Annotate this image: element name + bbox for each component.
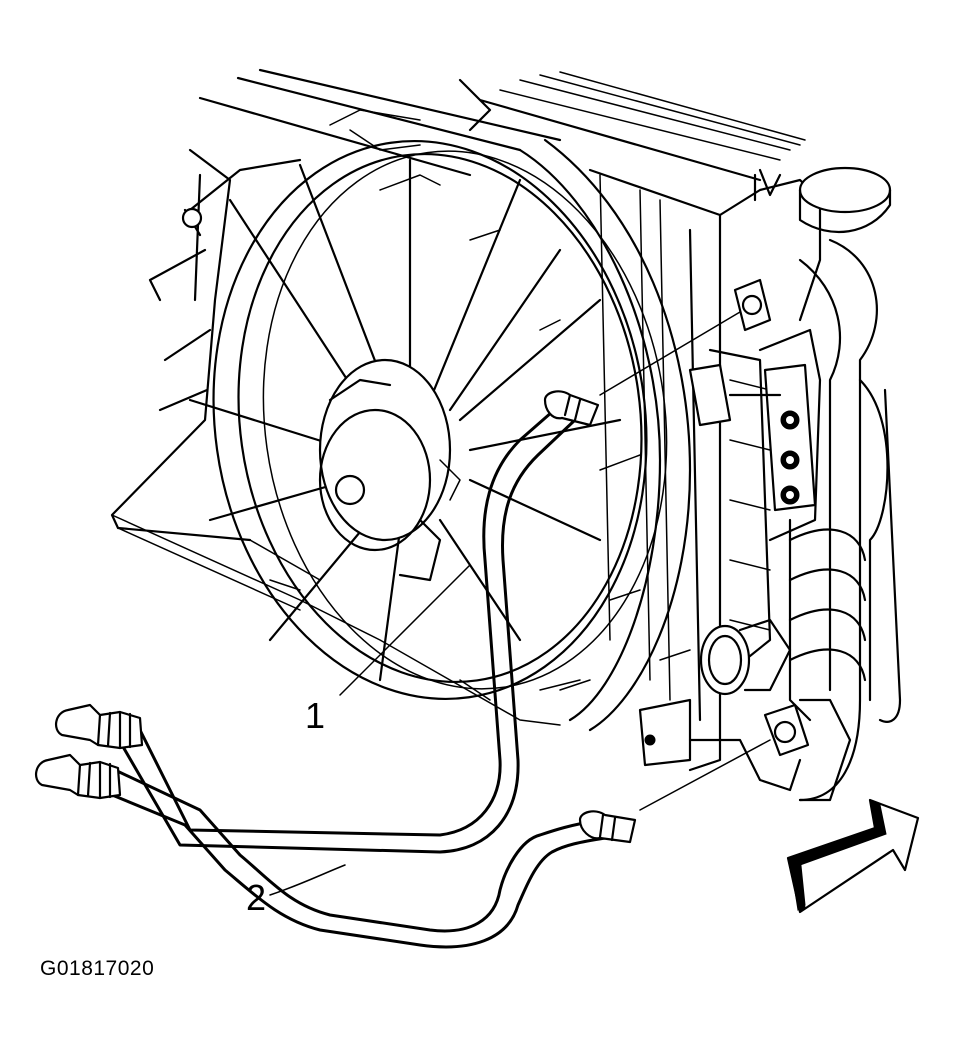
radiator xyxy=(458,71,902,802)
callout-1-label: 1 xyxy=(305,695,326,736)
cooling-fan xyxy=(188,138,692,732)
cooler-line-1-end-fitting xyxy=(54,703,144,750)
oil-cooler-line-1 xyxy=(120,390,600,854)
fan-shroud xyxy=(110,68,562,726)
front-arrow-icon xyxy=(786,798,920,914)
lower-cooler-fitting xyxy=(639,703,810,811)
callout-1-leader xyxy=(339,564,471,696)
oil-cooler-line-2 xyxy=(98,768,637,949)
callout-2-label: 2 xyxy=(246,877,267,918)
cooler-line-2-end-fitting xyxy=(34,753,122,800)
upper-cooler-fitting xyxy=(599,278,772,396)
figure-id: G01817020 xyxy=(40,957,155,980)
callout-2-leader xyxy=(269,864,346,896)
